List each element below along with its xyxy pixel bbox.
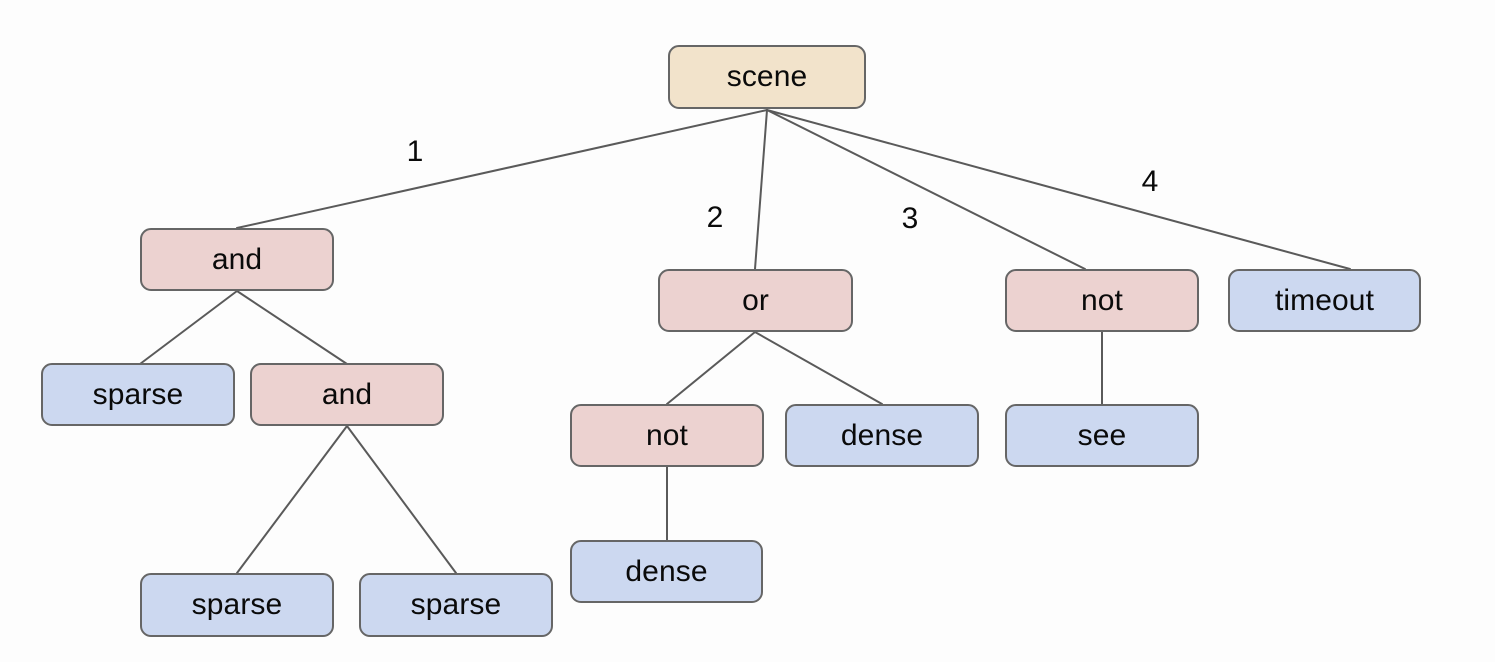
tree-node-and2[interactable]: and [250, 363, 444, 426]
tree-node-sparse1[interactable]: sparse [41, 363, 235, 426]
tree-edge-scene-to-not1 [766, 109, 1086, 270]
edge-label-3: 3 [901, 202, 919, 235]
tree-edge-scene-to-timeout1 [766, 109, 1351, 270]
tree-node-not1[interactable]: not [1005, 269, 1199, 332]
tree-edge-and1-to-and2 [236, 290, 348, 365]
tree-edge-scene-to-and1 [236, 109, 768, 229]
tree-node-scene[interactable]: scene [668, 45, 866, 109]
tree-edge-and1-to-sparse1 [139, 290, 238, 365]
tree-node-dense1[interactable]: dense [785, 404, 979, 467]
edge-label-4: 4 [1141, 165, 1159, 198]
edge-label-1: 1 [406, 135, 424, 168]
tree-edge-or1-to-not2 [666, 331, 756, 405]
tree-edge-scene-to-or1 [754, 109, 768, 270]
tree-node-not2[interactable]: not [570, 404, 764, 467]
edge-label-2: 2 [706, 201, 724, 234]
tree-edge-and2-to-sparse3 [346, 425, 457, 574]
tree-node-and1[interactable]: and [140, 228, 334, 291]
tree-node-sparse3[interactable]: sparse [359, 573, 553, 637]
tree-node-sparse2[interactable]: sparse [140, 573, 334, 637]
tree-edge-or1-to-dense1 [754, 331, 883, 405]
tree-edge-and2-to-sparse2 [236, 425, 348, 574]
tree-node-timeout1[interactable]: timeout [1228, 269, 1421, 332]
tree-node-or1[interactable]: or [658, 269, 853, 332]
tree-node-see1[interactable]: see [1005, 404, 1199, 467]
tree-node-dense2[interactable]: dense [570, 540, 763, 603]
